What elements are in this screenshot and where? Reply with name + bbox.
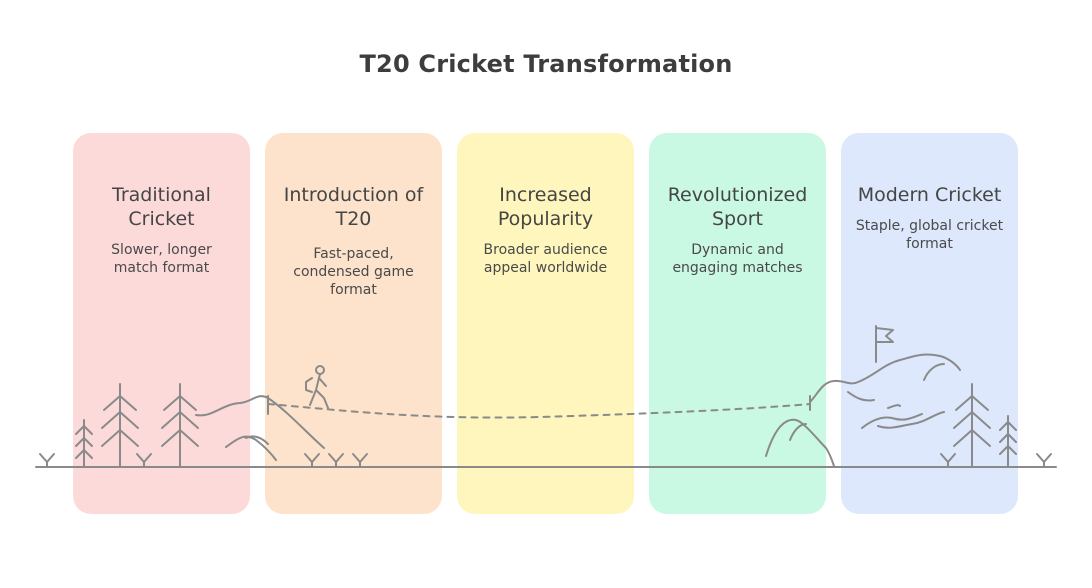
pine-tree-icon — [953, 383, 991, 468]
pine-tree-icon — [999, 415, 1017, 468]
grass-icon — [328, 453, 344, 468]
grass-icon — [304, 453, 320, 468]
stage-panel-introduction: Introduction of T20 Fast-paced, condense… — [265, 133, 442, 514]
mountain-icon — [765, 353, 961, 467]
grass-icon — [940, 453, 956, 468]
hiker-icon — [305, 365, 329, 409]
grass-icon — [136, 453, 152, 468]
stage-description: Dynamic and engaging matches — [672, 242, 803, 276]
stage-description: Broader audience appeal worldwide — [483, 242, 608, 276]
journey-path — [267, 403, 811, 419]
stage-heading: Revolutionized Sport — [667, 184, 808, 230]
stage-description: Slower, longer match format — [111, 242, 212, 276]
stage-heading: Increased Popularity — [497, 184, 594, 230]
grass-icon — [1036, 453, 1052, 468]
pine-tree-icon — [75, 419, 93, 468]
stage-panel-modern: Modern Cricket Staple, global cricket fo… — [841, 133, 1018, 514]
stage-panel-traditional: Traditional Cricket Slower, longer match… — [73, 133, 250, 514]
stage-description: Fast-paced, condensed game format — [293, 246, 414, 298]
stage-panel-revolutionized: Revolutionized Sport Dynamic and engagin… — [649, 133, 826, 514]
diagram-title: T20 Cricket Transformation — [359, 50, 733, 78]
grass-icon — [39, 453, 55, 468]
stage-description: Staple, global cricket format — [855, 218, 1004, 252]
stage-heading: Traditional Cricket — [112, 184, 211, 230]
stage-heading: Modern Cricket — [857, 184, 1002, 206]
pine-tree-icon — [161, 383, 199, 468]
mountain-icon — [195, 395, 325, 461]
grass-icon — [352, 453, 368, 468]
pine-tree-icon — [101, 383, 139, 468]
stage-panel-popularity: Increased Popularity Broader audience ap… — [457, 133, 634, 514]
summit-flag-icon — [875, 325, 894, 363]
stage-heading: Introduction of T20 — [283, 184, 424, 230]
